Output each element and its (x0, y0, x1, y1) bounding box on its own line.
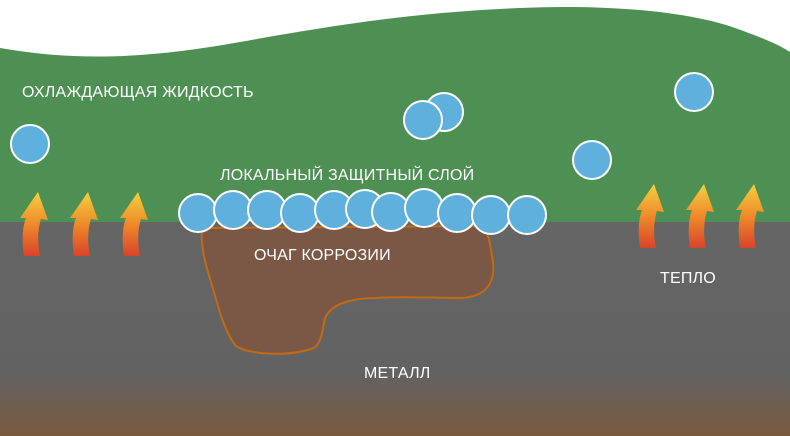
inhibitor-particle-icon (213, 190, 253, 230)
corrosion-site-label: ОЧАГ КОРРОЗИИ (254, 247, 391, 264)
free-particles (10, 72, 714, 180)
corrosion-site (200, 224, 495, 355)
inhibitor-particle-icon (674, 72, 714, 112)
inhibitor-particle-icon (437, 193, 477, 233)
inhibitor-particle-icon (572, 140, 612, 180)
inhibitor-particle-icon (178, 193, 218, 233)
inhibitor-particle-icon (403, 100, 443, 140)
protective-layer-particles (178, 188, 547, 235)
inhibitor-particle-icon (371, 192, 411, 232)
metal-label: МЕТАЛЛ (364, 365, 430, 382)
inhibitor-particle-icon (507, 195, 547, 235)
inhibitor-particle-icon (280, 193, 320, 233)
heat-label: ТЕПЛО (660, 270, 716, 287)
coolant-label: ОХЛАЖДАЮЩАЯ ЖИДКОСТЬ (22, 84, 254, 101)
inhibitor-particle-icon (10, 124, 50, 164)
protective-layer-label: ЛОКАЛЬНЫЙ ЗАЩИТНЫЙ СЛОЙ (220, 165, 474, 184)
inhibitor-particle-icon (404, 188, 444, 228)
inhibitor-particle-icon (471, 195, 511, 235)
